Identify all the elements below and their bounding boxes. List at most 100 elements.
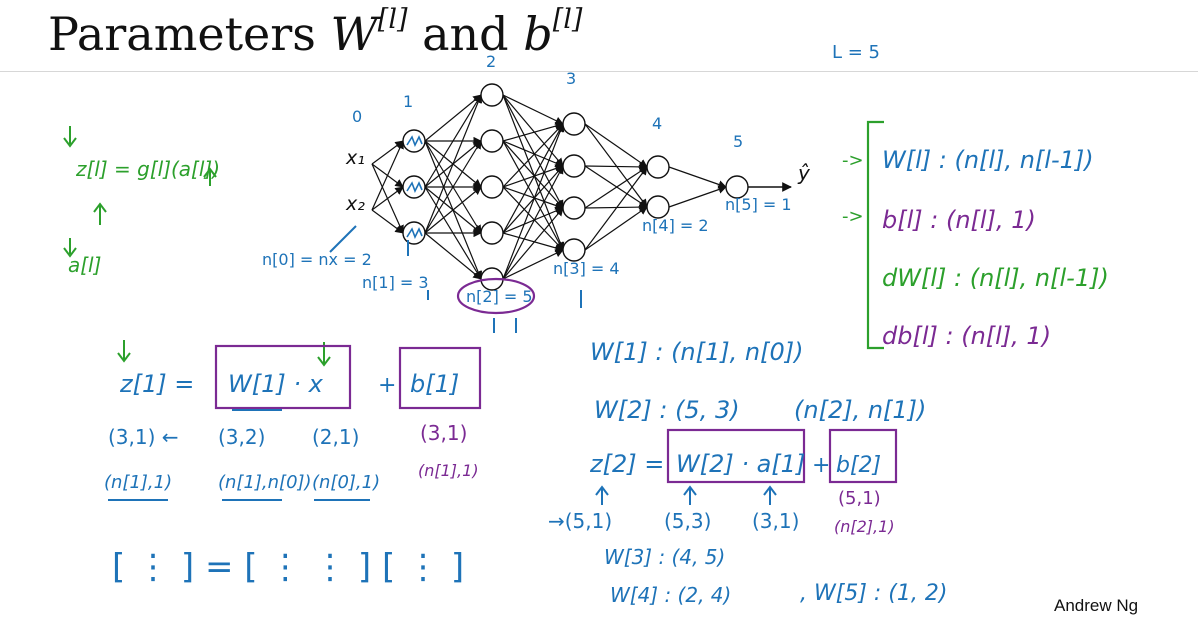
edge-2-2-1 (502, 164, 564, 188)
neuron-3-3 (562, 238, 586, 262)
edge-2-3-3 (502, 232, 564, 252)
edge-0-1-2 (371, 209, 404, 234)
neuron-scribble-0 (406, 135, 423, 147)
neuron-2-2 (480, 175, 504, 199)
edge-4-0-0 (668, 166, 727, 189)
neuron-4-1 (646, 195, 670, 219)
edge-2-3-0 (502, 123, 564, 234)
note-activation-a: a[l] (68, 253, 101, 277)
note-w2-shape: W[2] : (5, 3) (594, 396, 740, 424)
note-w3-shape: W[3] : (4, 5) (604, 545, 725, 569)
edge-1-1-0 (424, 94, 482, 188)
edge-2-1-0 (502, 122, 564, 142)
edge-2-4-2 (502, 207, 564, 280)
neuron-3-0 (562, 112, 586, 136)
edge-2-0-1 (502, 94, 564, 167)
eq1-b-box (398, 346, 482, 410)
matrix-illustration: [ ⋮ ] = [ ⋮ ⋮ ] [ ⋮ ] (112, 547, 464, 587)
edge-3-0-0 (584, 123, 648, 168)
neuron-scribble-1 (406, 181, 423, 193)
eq2-w: W[2] · a[1] (676, 450, 805, 478)
eq2-w-box (666, 428, 806, 484)
eq2-plus: + (812, 453, 830, 478)
title-w-symbol: W (330, 7, 378, 61)
eq1-underlines (108, 409, 370, 501)
eq2-dim-z: →(5,1) (548, 509, 612, 533)
note-n2: n[2] = 5 (466, 287, 533, 306)
note-n0: n[0] = nx = 2 (262, 250, 372, 269)
edge-0-1-0 (371, 140, 404, 211)
title-w-superscript: [l] (377, 4, 408, 35)
neuron-2-0 (480, 83, 504, 107)
note-w1-shape: W[1] : (n[1], n[0]) (590, 338, 803, 366)
shape-b: b[l] : (n[l], 1) (882, 206, 1036, 234)
edge-0-1-1 (371, 186, 404, 211)
edge-2-2-3 (502, 186, 564, 251)
note-activation-eq: z[l] = g[l](a[l]) (75, 157, 220, 181)
note-n2-circle (456, 277, 536, 315)
neural-network-diagram (371, 83, 792, 291)
edge-4-1-0 (668, 185, 727, 208)
eq1-dim-x: (2,1) (312, 425, 359, 449)
edge-2-4-0 (502, 123, 565, 280)
edge-3-1-0 (584, 162, 648, 172)
edge-2-3-1 (502, 165, 564, 234)
neuron-5-0 (725, 175, 749, 199)
eq1-gen-b: (n[1],1) (418, 461, 479, 480)
edge-3-1-1 (584, 165, 648, 208)
note-n4: n[4] = 2 (642, 216, 709, 235)
eq1-b: b[1] (410, 370, 459, 398)
title-b-superscript: [l] (552, 4, 583, 35)
eq1-plus: + (378, 373, 396, 398)
title-and: and (422, 7, 509, 61)
note-w5-shape: , W[5] : (1, 2) (800, 581, 947, 606)
eq2-z: z[2] = (589, 450, 664, 478)
eq1-dim-w: (3,2) (218, 425, 265, 449)
author-credit: Andrew Ng (1054, 596, 1139, 615)
edge-2-1-1 (502, 140, 564, 167)
neuron-3-1 (562, 154, 586, 178)
edge-1-0-0 (424, 94, 482, 142)
edge-1-2-2 (424, 186, 482, 234)
edge-3-3-0 (584, 166, 648, 251)
shape-dw: dW[l] : (n[l], n[l-1]) (882, 264, 1109, 292)
eq1-w: W[1] · x (228, 370, 324, 398)
layer-label-3: 3 (566, 69, 576, 88)
output-label-yhat: ŷ (797, 161, 811, 185)
edge-1-2-4 (424, 232, 482, 280)
note-n5: n[5] = 1 (725, 195, 792, 214)
eq1-gen-z: (n[1],1) (104, 472, 172, 493)
edge-2-4-3 (502, 249, 564, 280)
title-b-symbol: b (523, 7, 553, 61)
neuron-3-2 (562, 196, 586, 220)
note-num-layers: L = 5 (832, 42, 880, 63)
note-n1: n[1] = 3 (362, 273, 429, 292)
eq2-b-box (828, 428, 898, 484)
edge-3-0-1 (584, 123, 648, 208)
shapes-pointer-1: -> (842, 150, 864, 171)
eq2-b: b[2] (836, 453, 881, 478)
edge-2-2-2 (502, 186, 564, 210)
note-w4-shape: W[4] : (2, 4) (610, 583, 731, 607)
edge-1-2-0 (424, 94, 483, 234)
neuron-4-0 (646, 155, 670, 179)
edge-3-3-1 (584, 206, 648, 251)
edge-1-2-1 (424, 140, 482, 234)
neuron-2-1 (480, 129, 504, 153)
edge-2-4-1 (502, 165, 564, 280)
title-text: Parameters (48, 7, 316, 61)
edge-2-1-2 (502, 140, 564, 209)
shapes-brace (866, 120, 884, 350)
layer-label-4: 4 (652, 114, 662, 133)
shapes-pointer-2: -> (842, 206, 864, 227)
eq2-arrows (595, 485, 777, 505)
edge-2-3-2 (502, 207, 564, 234)
note-w2-general: (n[2], n[1]) (794, 396, 926, 424)
eq1-gen-x: (n[0],1) (312, 472, 380, 493)
title-divider (0, 71, 1198, 72)
edge-2-0-3 (502, 94, 565, 251)
eq2-dim-a: (3,1) (752, 509, 799, 533)
green-arrows (63, 126, 331, 367)
eq2-dim-w: (5,3) (664, 509, 711, 533)
